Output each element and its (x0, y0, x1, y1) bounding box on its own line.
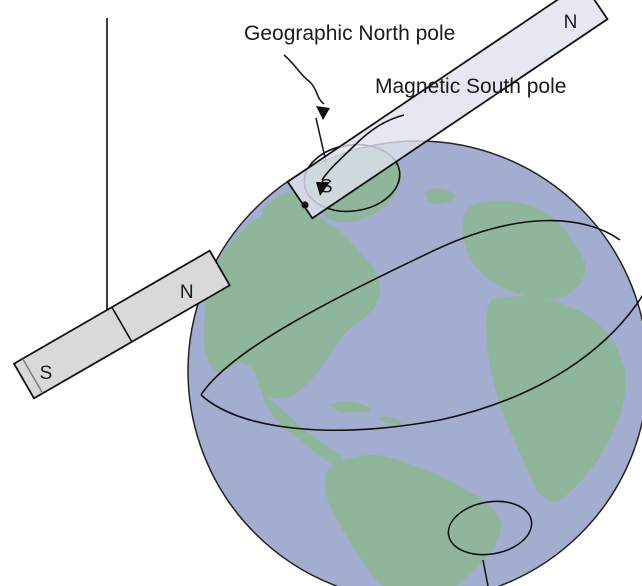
magnetic-south-pointer (321, 114, 405, 181)
equator-line-back (200, 219, 621, 396)
geographic-north-arrowhead (316, 106, 330, 120)
geographic-north-label: Geographic North pole (244, 22, 455, 45)
south-america-landmass (324, 455, 501, 586)
compass-bar-magnet: S N (12, 249, 231, 400)
bottom-pole-circle (447, 500, 533, 556)
globe (187, 117, 642, 586)
europe-landmass (462, 200, 586, 300)
north-america-landmass (204, 203, 380, 399)
magnetic-south-label: Magnetic South pole (375, 75, 566, 98)
compass-magnet-south-label: S (40, 363, 53, 384)
compass-magnet-tip-line (22, 358, 44, 394)
africa-landmass (486, 296, 626, 502)
rotation-axis-top (315, 117, 327, 163)
earth-magnet-body (286, 0, 609, 220)
rotation-axis-bottom (482, 559, 489, 586)
earth-magnet-north-label: N (564, 12, 578, 33)
geographic-north-pointer (283, 54, 325, 105)
equator-line-front (200, 294, 642, 431)
caribbean-islands (330, 401, 402, 425)
magnetic-pole-dot (301, 201, 309, 209)
compass-magnet-north-label: N (180, 282, 194, 303)
arctic-islands (262, 192, 305, 227)
earth-bar-magnet: S N (286, 0, 609, 220)
iceland-landmass (425, 188, 455, 204)
compass-magnet-divider (111, 306, 133, 343)
magnetic-south-arrowhead (316, 182, 330, 196)
